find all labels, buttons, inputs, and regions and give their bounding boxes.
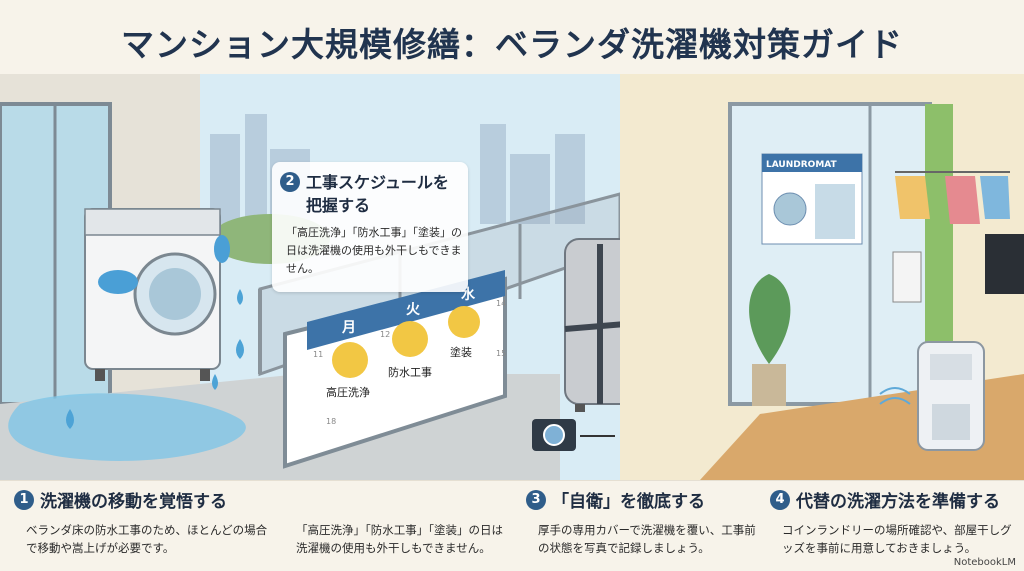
callout-title: 工事スケジュールを把握する [306,173,449,215]
svg-text:14: 14 [496,299,506,308]
brand-label: NotebookLM [953,557,1016,568]
potted-plant-icon [749,274,791,406]
dehumidifier-icon [879,341,985,451]
tip-1: 1 洗濯機の移動を覚悟する ベランダ床の防水工事のため、ほとんどの場合で移動や嵩… [14,487,284,567]
tip-3-body: 厚手の専用カバーで洗濯機を覆い、工事前の状態を写真で記録しましょう。 [538,523,756,555]
tip-2: 「高圧洗浄」「防水工事」「塗装」の日は洗濯機の使用も外干しもできません。 [290,487,520,567]
camera-icon [532,419,576,451]
svg-text:18: 18 [326,417,336,426]
balcony-illustration: 月 火 水 高圧洗浄 防水工事 塗装 11 12 14 15 18 [0,74,1024,480]
svg-text:12: 12 [380,330,390,339]
schedule-callout: 2 工事スケジュールを把握する 「高圧洗浄」「防水工事」「塗装」の日は洗濯機の使… [272,162,468,292]
tips-section: 1 洗濯機の移動を覚悟する ベランダ床の防水工事のため、ほとんどの場合で移動や嵩… [0,480,1024,571]
water-puddle [8,393,246,461]
title-bar: マンション大規模修繕：ベランダ洗濯機対策ガイド [0,0,1024,74]
svg-text:11: 11 [313,350,323,359]
callout-body: 「高圧洗浄」「防水工事」「塗装」の日は洗濯機の使用も外干しもできません。 [286,226,462,275]
tv-icon [985,234,1024,294]
tip-2-body: 「高圧洗浄」「防水工事」「塗装」の日は洗濯機の使用も外干しもできません。 [296,523,503,555]
calendar-day-mon: 月 [341,320,356,336]
tip-4-number-badge: 4 [770,490,790,510]
water-drops-icon [66,289,244,429]
calendar-event-waterproofing: 防水工事 [388,365,432,379]
paint-roller-icon [448,306,480,338]
calendar-event-washing: 高圧洗浄 [326,385,370,399]
laundromat-storefront: LAUNDROMAT [761,153,863,245]
tip-3-heading: 「自衛」を徹底する [552,492,705,512]
tip-3: 3 「自衛」を徹底する 厚手の専用カバーで洗濯機を覆い、工事前の状態を写真で記録… [526,487,766,567]
tip-4: 4 代替の洗濯方法を準備する コインランドリーの場所確認や、部屋干しグッズを事前… [770,487,1020,567]
trowel-icon [392,321,428,357]
laundromat-sign: LAUNDROMAT [766,160,838,170]
tip-4-heading: 代替の洗濯方法を準備する [796,492,1000,512]
tip-1-number-badge: 1 [14,490,34,510]
tip-3-number-badge: 3 [526,490,546,510]
tip-1-heading: 洗濯機の移動を覚悟する [40,492,227,512]
callout-number-badge: 2 [280,172,300,192]
pressure-washer-icon [332,342,368,378]
page-title: マンション大規模修繕：ベランダ洗濯機対策ガイド [121,25,903,64]
washing-machine-icon [84,208,221,381]
gloved-hands-icon [98,235,230,294]
svg-text:15: 15 [496,349,506,358]
ac-unit-icon [892,251,922,303]
calendar-event-painting: 塗装 [450,345,472,359]
calendar-day-tue: 火 [406,302,421,318]
curtain [925,104,953,374]
tip-4-body: コインランドリーの場所確認や、部屋干しグッズを事前に用意しておきましょう。 [782,523,1012,555]
tip-1-body: ベランダ床の防水工事のため、ほとんどの場合で移動や嵩上げが必要です。 [26,523,268,555]
hanging-clothes-icon [895,171,1010,224]
